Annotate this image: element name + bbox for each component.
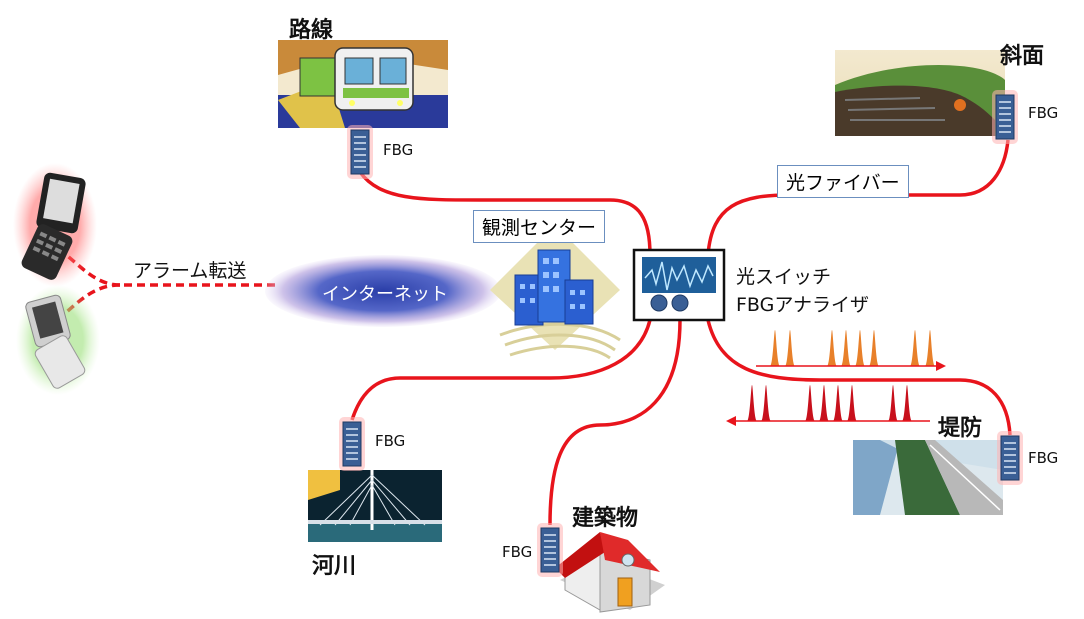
spectral-pulse <box>770 330 780 366</box>
alarm-line-phone2 <box>58 283 121 320</box>
fiber-to-levee <box>706 319 1012 436</box>
cliff-icon <box>835 50 1005 136</box>
alarm-transfer-label: アラーム転送 <box>133 260 247 282</box>
spectral-pulse <box>888 385 898 421</box>
fbg-sensor <box>338 416 366 472</box>
spectral-pulse <box>761 385 771 421</box>
spectral-pulse <box>805 385 815 421</box>
site-label-river: 河川 <box>312 554 357 579</box>
fbg-sensor <box>996 430 1024 486</box>
fbg-label-river: FBG <box>375 432 406 450</box>
observation-center-label: 観測センター <box>473 210 606 243</box>
spectral-pulse <box>785 330 795 366</box>
site-label-line: 路線 <box>289 18 334 43</box>
spectral-pulse <box>841 330 851 366</box>
spectral-pulse <box>819 385 829 421</box>
spectral-pulse <box>855 330 865 366</box>
fiber-to-river <box>350 319 652 421</box>
spectral-pulse <box>847 385 857 421</box>
spectral-pulse <box>910 330 920 366</box>
fiber-to-building <box>548 319 682 526</box>
fbg-label-building: FBG <box>502 543 533 561</box>
spectral-pulse <box>747 385 757 421</box>
fbg-sensor <box>346 124 374 180</box>
levee-icon <box>853 440 1003 515</box>
site-label-slope: 斜面 <box>1000 44 1045 69</box>
fbg-analyzer-label: FBGアナライザ <box>736 294 869 316</box>
optical-fiber-label: 光ファイバー <box>777 165 909 198</box>
site-label-building: 建築物 <box>572 506 639 531</box>
spectral-pulse <box>925 330 935 366</box>
house-icon <box>555 532 665 613</box>
alarm-lines <box>58 248 275 320</box>
fbg-label-slope: FBG <box>1028 104 1059 122</box>
spectral-pulse <box>902 385 912 421</box>
analyzer-icon <box>632 248 726 322</box>
fbg-label-levee: FBG <box>1028 449 1059 467</box>
train-icon <box>278 40 448 128</box>
fiber-to-line <box>358 170 652 256</box>
building-icon <box>490 225 621 360</box>
bridge-icon <box>308 470 442 542</box>
optical-switch-label: 光スイッチ <box>736 266 832 288</box>
return-arrow-head <box>726 416 736 426</box>
fbg-sensor <box>536 522 564 578</box>
return-pulses <box>747 385 912 421</box>
cellphone-icon <box>16 285 100 395</box>
site-label-levee: 堤防 <box>938 416 983 441</box>
spectral-pulse <box>869 330 879 366</box>
forward-arrow-head <box>936 361 946 371</box>
fiber-lines <box>350 139 1012 526</box>
internet-cloud <box>265 255 501 327</box>
internet-label: インターネット <box>322 284 448 305</box>
spectral-pulse <box>827 330 837 366</box>
fbg-sensor <box>991 89 1019 145</box>
forward-pulses <box>770 330 935 366</box>
fbg-label-line: FBG <box>383 141 414 159</box>
spectral-pulse <box>833 385 843 421</box>
cellphone-icon <box>13 163 97 287</box>
